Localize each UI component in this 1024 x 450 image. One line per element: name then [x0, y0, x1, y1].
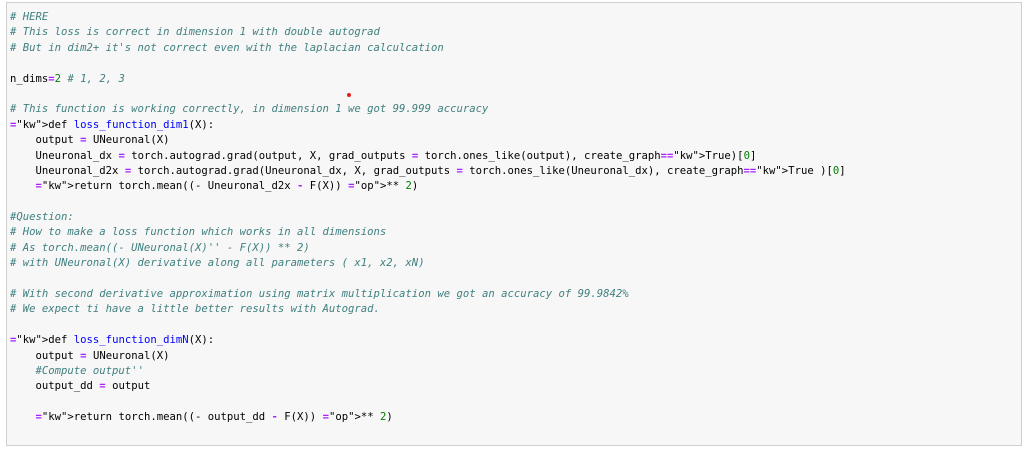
code-line[interactable] — [10, 87, 846, 102]
code-line[interactable]: #Question: — [10, 211, 74, 224]
notebook-code-cell[interactable] — [6, 2, 1022, 446]
code-line[interactable]: # As torch.mean((- UNeuronal(X)'' - F(X)… — [10, 241, 310, 254]
code-line[interactable]: ="kw">return torch.mean((- Uneuronal_d2x… — [35, 180, 419, 193]
code-line[interactable]: # We expect ti have a little better resu… — [10, 303, 380, 316]
code-line[interactable]: ="kw">def loss_function_dim1(X): — [10, 118, 215, 131]
code-line[interactable]: output = UNeuronal(X) — [10, 349, 170, 362]
code-line[interactable]: # This function is working correctly, in… — [10, 103, 489, 116]
code-line[interactable] — [10, 195, 846, 210]
code-line[interactable] — [10, 272, 846, 287]
code-line[interactable]: Uneuronal_d2x = torch.autograd.grad(Uneu… — [10, 164, 846, 177]
code-line[interactable]: # HERE — [10, 11, 49, 23]
code-line[interactable]: # With second derivative approximation u… — [10, 288, 629, 301]
code-line[interactable]: #Compute output'' — [35, 364, 144, 377]
code-line[interactable] — [10, 395, 846, 410]
code-line[interactable]: Uneuronal_dx = torch.autograd.grad(outpu… — [10, 149, 757, 162]
code-line[interactable]: # But in dim2+ it's not correct even wit… — [10, 41, 444, 54]
code-editor[interactable]: # HERE # This loss is correct in dimensio… — [10, 10, 846, 426]
code-line[interactable]: # This loss is correct in dimension 1 wi… — [10, 26, 380, 39]
code-line[interactable] — [10, 56, 846, 71]
code-line[interactable]: # with UNeuronal(X) derivative along all… — [10, 257, 425, 270]
code-line[interactable]: ="kw">return torch.mean((- output_dd - F… — [35, 411, 393, 424]
code-line[interactable]: output_dd = output — [10, 380, 151, 393]
code-line[interactable] — [10, 318, 846, 333]
code-line[interactable]: ="kw">def loss_function_dimN(X): — [10, 334, 215, 347]
cursor-dot — [347, 93, 351, 97]
code-line[interactable]: output = UNeuronal(X) — [10, 134, 170, 147]
code-line[interactable]: n_dims=2 # 1, 2, 3 — [10, 72, 125, 85]
code-line[interactable]: # How to make a loss function which work… — [10, 226, 387, 239]
